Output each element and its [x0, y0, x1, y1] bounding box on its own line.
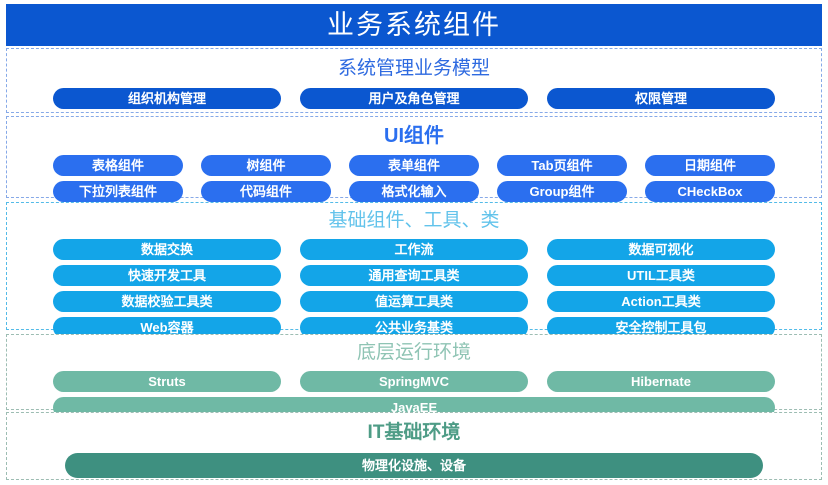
- component-pill[interactable]: 表单组件: [349, 155, 479, 176]
- pill-row: 下拉列表组件 代码组件 格式化输入 Group组件 CHeckBox: [7, 181, 821, 202]
- section-it-infrastructure: IT基础环境 物理化设施、设备: [6, 412, 822, 480]
- component-pill[interactable]: 日期组件: [645, 155, 775, 176]
- component-pill[interactable]: Web容器: [53, 317, 281, 338]
- component-pill[interactable]: 数据可视化: [547, 239, 775, 260]
- section-title-runtime: 底层运行环境: [356, 342, 471, 363]
- component-pill[interactable]: 数据校验工具类: [53, 291, 281, 312]
- component-pill[interactable]: 物理化设施、设备: [65, 453, 763, 478]
- pill-row: 数据交换 工作流 数据可视化: [7, 239, 821, 260]
- component-pill[interactable]: 安全控制工具包: [547, 317, 775, 338]
- component-pill[interactable]: 工作流: [300, 239, 528, 260]
- page-title: 业务系统组件: [327, 9, 501, 40]
- section-runtime-environment: 底层运行环境 Struts SpringMVC Hibernate JavaEE: [6, 334, 822, 418]
- section-title-base: 基础组件、工具、类: [328, 210, 500, 231]
- section-system-management-model: 系统管理业务模型 组织机构管理 用户及角色管理 权限管理: [6, 48, 822, 113]
- section-base-components: 基础组件、工具、类 数据交换 工作流 数据可视化 快速开发工具 通用查询工具类 …: [6, 202, 822, 338]
- component-pill[interactable]: UTIL工具类: [547, 265, 775, 286]
- diagram-header: 业务系统组件: [6, 4, 822, 46]
- component-pill[interactable]: 用户及角色管理: [300, 88, 528, 109]
- component-pill[interactable]: 树组件: [201, 155, 331, 176]
- component-pill[interactable]: 表格组件: [53, 155, 183, 176]
- pill-row: Web容器 公共业务基类 安全控制工具包: [7, 317, 821, 338]
- component-pill[interactable]: Tab页组件: [497, 155, 627, 176]
- section-title-model: 系统管理业务模型: [337, 58, 490, 79]
- component-pill[interactable]: 公共业务基类: [300, 317, 528, 338]
- component-pill[interactable]: 快速开发工具: [53, 265, 281, 286]
- component-pill[interactable]: Action工具类: [547, 291, 775, 312]
- pill-row: 表格组件 树组件 表单组件 Tab页组件 日期组件: [7, 155, 821, 176]
- component-pill[interactable]: 权限管理: [547, 88, 775, 109]
- component-pill[interactable]: Hibernate: [547, 371, 775, 392]
- component-pill[interactable]: 值运算工具类: [300, 291, 528, 312]
- section-title-it: IT基础环境: [367, 422, 461, 443]
- component-pill[interactable]: 组织机构管理: [53, 88, 281, 109]
- component-pill[interactable]: 格式化输入: [349, 181, 479, 202]
- pill-row: 快速开发工具 通用查询工具类 UTIL工具类: [7, 265, 821, 286]
- component-pill[interactable]: 数据交换: [53, 239, 281, 260]
- component-pill[interactable]: Struts: [53, 371, 281, 392]
- component-pill[interactable]: 代码组件: [201, 181, 331, 202]
- component-pill[interactable]: Group组件: [497, 181, 627, 202]
- pill-row: Struts SpringMVC Hibernate: [7, 371, 821, 392]
- section-title-ui: UI组件: [384, 125, 444, 147]
- pill-row: 物理化设施、设备: [7, 453, 821, 478]
- section-ui-components: UI组件 表格组件 树组件 表单组件 Tab页组件 日期组件 下拉列表组件 代码…: [6, 116, 822, 202]
- component-pill[interactable]: 下拉列表组件: [53, 181, 183, 202]
- component-pill[interactable]: SpringMVC: [300, 371, 528, 392]
- component-pill[interactable]: 通用查询工具类: [300, 265, 528, 286]
- pill-row: 数据校验工具类 值运算工具类 Action工具类: [7, 291, 821, 312]
- component-pill[interactable]: CHeckBox: [645, 181, 775, 202]
- pill-row: 组织机构管理 用户及角色管理 权限管理: [7, 88, 821, 109]
